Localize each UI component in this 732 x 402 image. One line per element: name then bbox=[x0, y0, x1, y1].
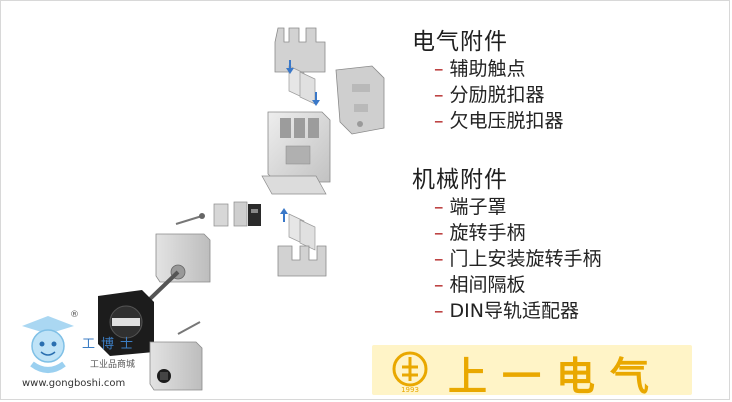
watermark-subtitle: 工业品商城 bbox=[90, 360, 136, 370]
bottom-terminal-cover bbox=[277, 245, 327, 277]
down-arrow-icon bbox=[286, 60, 320, 106]
mechanical-item-label: 旋转手柄 bbox=[449, 222, 526, 244]
watermark-url: www.gongboshi.com bbox=[22, 378, 126, 389]
bullet-dash: – bbox=[434, 58, 444, 80]
mechanical-item: –门上安装旋转手柄 bbox=[434, 244, 602, 271]
lower-rotary-handle bbox=[149, 321, 203, 391]
electrical-item: –辅助触点 bbox=[434, 54, 526, 81]
electrical-item-label: 辅助触点 bbox=[449, 58, 526, 80]
electrical-item-label: 欠电压脱扣器 bbox=[449, 110, 564, 132]
electrical-item: –欠电压脱扣器 bbox=[434, 106, 564, 133]
top-terminal-cover bbox=[274, 27, 326, 73]
mechanical-item-label: 门上安装旋转手柄 bbox=[449, 248, 602, 270]
mechanical-item-label: 相间隔板 bbox=[449, 274, 526, 296]
din-rail-adapter bbox=[335, 65, 385, 135]
bullet-dash: – bbox=[434, 274, 444, 296]
auxiliary-contacts bbox=[213, 201, 261, 227]
bullet-dash: – bbox=[434, 222, 444, 244]
mechanical-item: –旋转手柄 bbox=[434, 218, 526, 245]
brand-logo-year: 1993 bbox=[401, 386, 419, 393]
bullet-dash: – bbox=[434, 110, 444, 132]
mechanical-item: –DIN导轨适配器 bbox=[434, 296, 579, 323]
bullet-dash: – bbox=[434, 196, 444, 218]
exploded-view-diagram bbox=[98, 27, 385, 391]
mascot-logo-icon bbox=[22, 316, 74, 373]
registered-mark: ® bbox=[70, 310, 79, 320]
bullet-dash: – bbox=[434, 84, 444, 106]
bottom-phase-barriers bbox=[288, 213, 316, 251]
mechanical-item-label: 端子罩 bbox=[449, 196, 507, 218]
mechanical-item-label: DIN导轨适配器 bbox=[449, 300, 579, 322]
brand-name: 上一电气 bbox=[448, 354, 665, 400]
brand-logo-icon: 1993 bbox=[392, 351, 428, 393]
bullet-dash: – bbox=[434, 248, 444, 270]
mechanical-item: –端子罩 bbox=[434, 192, 507, 219]
watermark-brand: 工博士 bbox=[82, 337, 140, 352]
circuit-breaker-body bbox=[261, 111, 331, 195]
electrical-item: –分励脱扣器 bbox=[434, 80, 545, 107]
up-arrow-icon bbox=[280, 208, 288, 222]
electrical-item-label: 分励脱扣器 bbox=[449, 84, 545, 106]
electrical-accessories-title: 电气附件 bbox=[412, 29, 508, 55]
mechanical-accessories-title: 机械附件 bbox=[412, 167, 508, 193]
door-mounted-rotary-handle bbox=[98, 290, 154, 356]
mechanical-item: –相间隔板 bbox=[434, 270, 526, 297]
top-phase-barriers bbox=[288, 65, 316, 105]
bullet-dash: – bbox=[434, 300, 444, 322]
